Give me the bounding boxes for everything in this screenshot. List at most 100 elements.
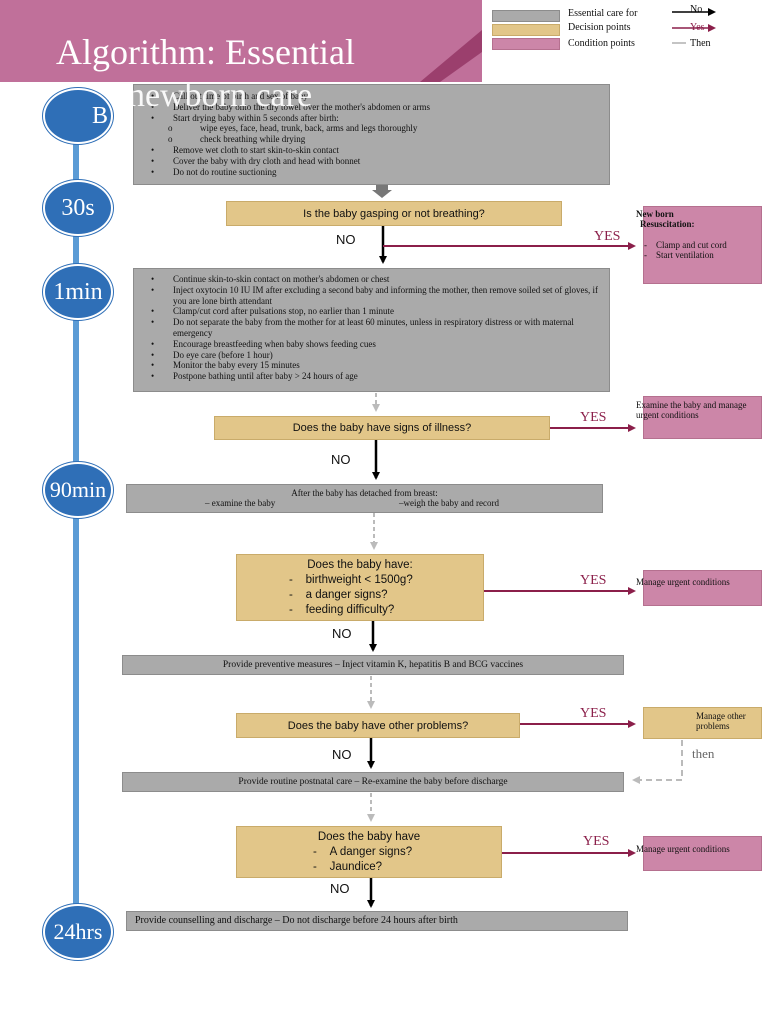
- list-item: wipe eyes, face, head, trunk, back, arms…: [168, 123, 605, 134]
- no-label: NO: [330, 881, 350, 896]
- list-item: - Clamp and cut cord: [644, 240, 727, 250]
- list-item: Call out time of birth and sex of baby: [151, 91, 605, 102]
- timeline-node-birth: B: [43, 88, 113, 144]
- list-item: - a danger signs?: [289, 589, 388, 601]
- step-90min-line1: After the baby has detached from breast:: [291, 488, 438, 498]
- yes-label: YES: [594, 229, 621, 244]
- timeline-node-90min: 90min: [43, 462, 113, 518]
- title-banner: [0, 0, 482, 82]
- list-item: Continue skin-to-skin contact on mother'…: [151, 274, 605, 285]
- list-item-text: a danger signs?: [305, 589, 388, 601]
- arrow-down: [372, 185, 392, 198]
- list-item: Do eye care (before 1 hour): [151, 350, 605, 361]
- step-90min-line2: – examine the baby –weigh the baby and r…: [127, 498, 602, 509]
- list-item: Do not do routine suctioning: [151, 167, 605, 178]
- no-label: NO: [336, 232, 356, 247]
- step-postnatal-box: Provide routine postnatal care – Re-exam…: [122, 772, 624, 792]
- timeline-label: 90min: [49, 477, 107, 502]
- timeline-bar: [73, 110, 79, 940]
- decision-heading: Does the baby have: [317, 831, 421, 843]
- list-item: - birthweight < 1500g?: [289, 574, 413, 586]
- condition-title-2: Resuscitation:: [640, 219, 695, 229]
- list-item-text: Start ventilation: [656, 250, 714, 260]
- decision-other-problems: Does the baby have other problems?: [236, 713, 520, 738]
- step-discharge-box: Provide counselling and discharge – Do n…: [126, 911, 628, 931]
- decision-heading: Does the baby have:: [307, 559, 413, 571]
- condition-other-problems: [643, 707, 762, 739]
- timeline-label: B: [91, 102, 108, 129]
- condition-urgent-2: [643, 836, 762, 871]
- step-text: Provide preventive measures – Inject vit…: [222, 660, 524, 670]
- list-item: Encourage breastfeeding when baby shows …: [151, 339, 605, 350]
- list-item: Start drying baby within 5 seconds after…: [151, 113, 605, 124]
- step-text: Provide counselling and discharge – Do n…: [135, 915, 458, 926]
- step-1min-box: Continue skin-to-skin contact on mother'…: [133, 268, 610, 392]
- condition-resuscitation: [643, 206, 762, 284]
- timeline-node-1min: 1min: [43, 264, 113, 320]
- condition-examine: [643, 396, 762, 439]
- decision-danger-signs: Does the baby have: - birthweight < 1500…: [236, 554, 484, 621]
- list-item: Monitor the baby every 15 minutes: [151, 360, 605, 371]
- condition-text: Examine the baby and manage urgent condi…: [636, 400, 747, 420]
- no-label: NO: [331, 452, 351, 467]
- timeline-label: 24hrs: [53, 919, 103, 944]
- condition-text: Manage other problems: [696, 711, 746, 731]
- list-item: Postpone bathing until after baby > 24 h…: [151, 371, 605, 382]
- decision-jaundice: Does the baby have - A danger signs? - J…: [236, 826, 502, 878]
- then-label: then: [692, 746, 715, 761]
- condition-title: New born: [636, 209, 674, 219]
- list-item: Deliver the baby onto the dry towel over…: [151, 102, 605, 113]
- condition-text: Manage urgent conditions: [636, 844, 730, 854]
- list-item-text: A danger signs?: [329, 846, 413, 858]
- decision-breathing: Is the baby gasping or not breathing?: [226, 201, 562, 226]
- decision-text: Does the baby have signs of illness?: [292, 422, 472, 434]
- step-birth-box: Call out time of birth and sex of baby D…: [133, 84, 610, 185]
- legend-essential: Essential care for: [568, 8, 638, 19]
- legend-no: No: [690, 4, 703, 15]
- no-label: NO: [332, 626, 352, 641]
- legend-swatch-decision: [492, 24, 560, 36]
- step-90min-left: – examine the baby: [205, 498, 276, 508]
- legend-condition: Condition points: [568, 38, 635, 49]
- decision-illness: Does the baby have signs of illness?: [214, 416, 550, 440]
- legend-decision: Decision points: [568, 22, 631, 33]
- list-item: - A danger signs?: [313, 846, 413, 858]
- legend-swatch-essential: [492, 10, 560, 22]
- step-90min-right: –weigh the baby and record: [399, 498, 499, 508]
- step-90min-box: After the baby has detached from breast:…: [126, 484, 603, 513]
- list-item-text: Clamp and cut cord: [656, 240, 727, 250]
- yes-label: YES: [580, 410, 607, 425]
- legend-then: Then: [690, 38, 711, 49]
- no-label: NO: [332, 747, 352, 762]
- step-1min-list: Continue skin-to-skin contact on mother'…: [138, 274, 605, 382]
- condition-list: - Clamp and cut cord - Start ventilation: [644, 240, 727, 260]
- list-item: Remove wet cloth to start skin-to-skin c…: [151, 145, 605, 156]
- list-item: - Start ventilation: [644, 250, 714, 260]
- yes-label: YES: [580, 706, 607, 721]
- page-title: Algorithm: Essential: [56, 32, 355, 72]
- list-item: Clamp/cut cord after pulsations stop, no…: [151, 306, 605, 317]
- page-title-line2: newborn care: [128, 77, 313, 114]
- step-birth-list: Call out time of birth and sex of baby D…: [138, 91, 605, 123]
- condition-urgent-1: [643, 570, 762, 606]
- step-birth-sublist: wipe eyes, face, head, trunk, back, arms…: [138, 123, 605, 145]
- step-preventive-box: Provide preventive measures – Inject vit…: [122, 655, 624, 675]
- list-item: Do not separate the baby from the mother…: [151, 317, 605, 339]
- yes-label: YES: [583, 834, 610, 849]
- timeline-label: 1min: [53, 278, 103, 305]
- list-item: Cover the baby with dry cloth and head w…: [151, 156, 605, 167]
- list-item-text: feeding difficulty?: [305, 604, 395, 616]
- arrow-then: [632, 740, 683, 784]
- decision-text: Does the baby have other problems?: [287, 719, 469, 732]
- legend-swatch-condition: [492, 38, 560, 50]
- list-item: check breathing while drying: [168, 134, 605, 145]
- timeline-node-24hrs: 24hrs: [43, 904, 113, 960]
- timeline-label: 30s: [61, 194, 95, 221]
- decision-text: Is the baby gasping or not breathing?: [303, 207, 485, 220]
- condition-text: Manage urgent conditions: [636, 577, 730, 587]
- timeline-node-30s: 30s: [43, 180, 113, 236]
- list-item: - Jaundice?: [313, 861, 383, 873]
- list-item-text: birthweight < 1500g?: [305, 574, 413, 586]
